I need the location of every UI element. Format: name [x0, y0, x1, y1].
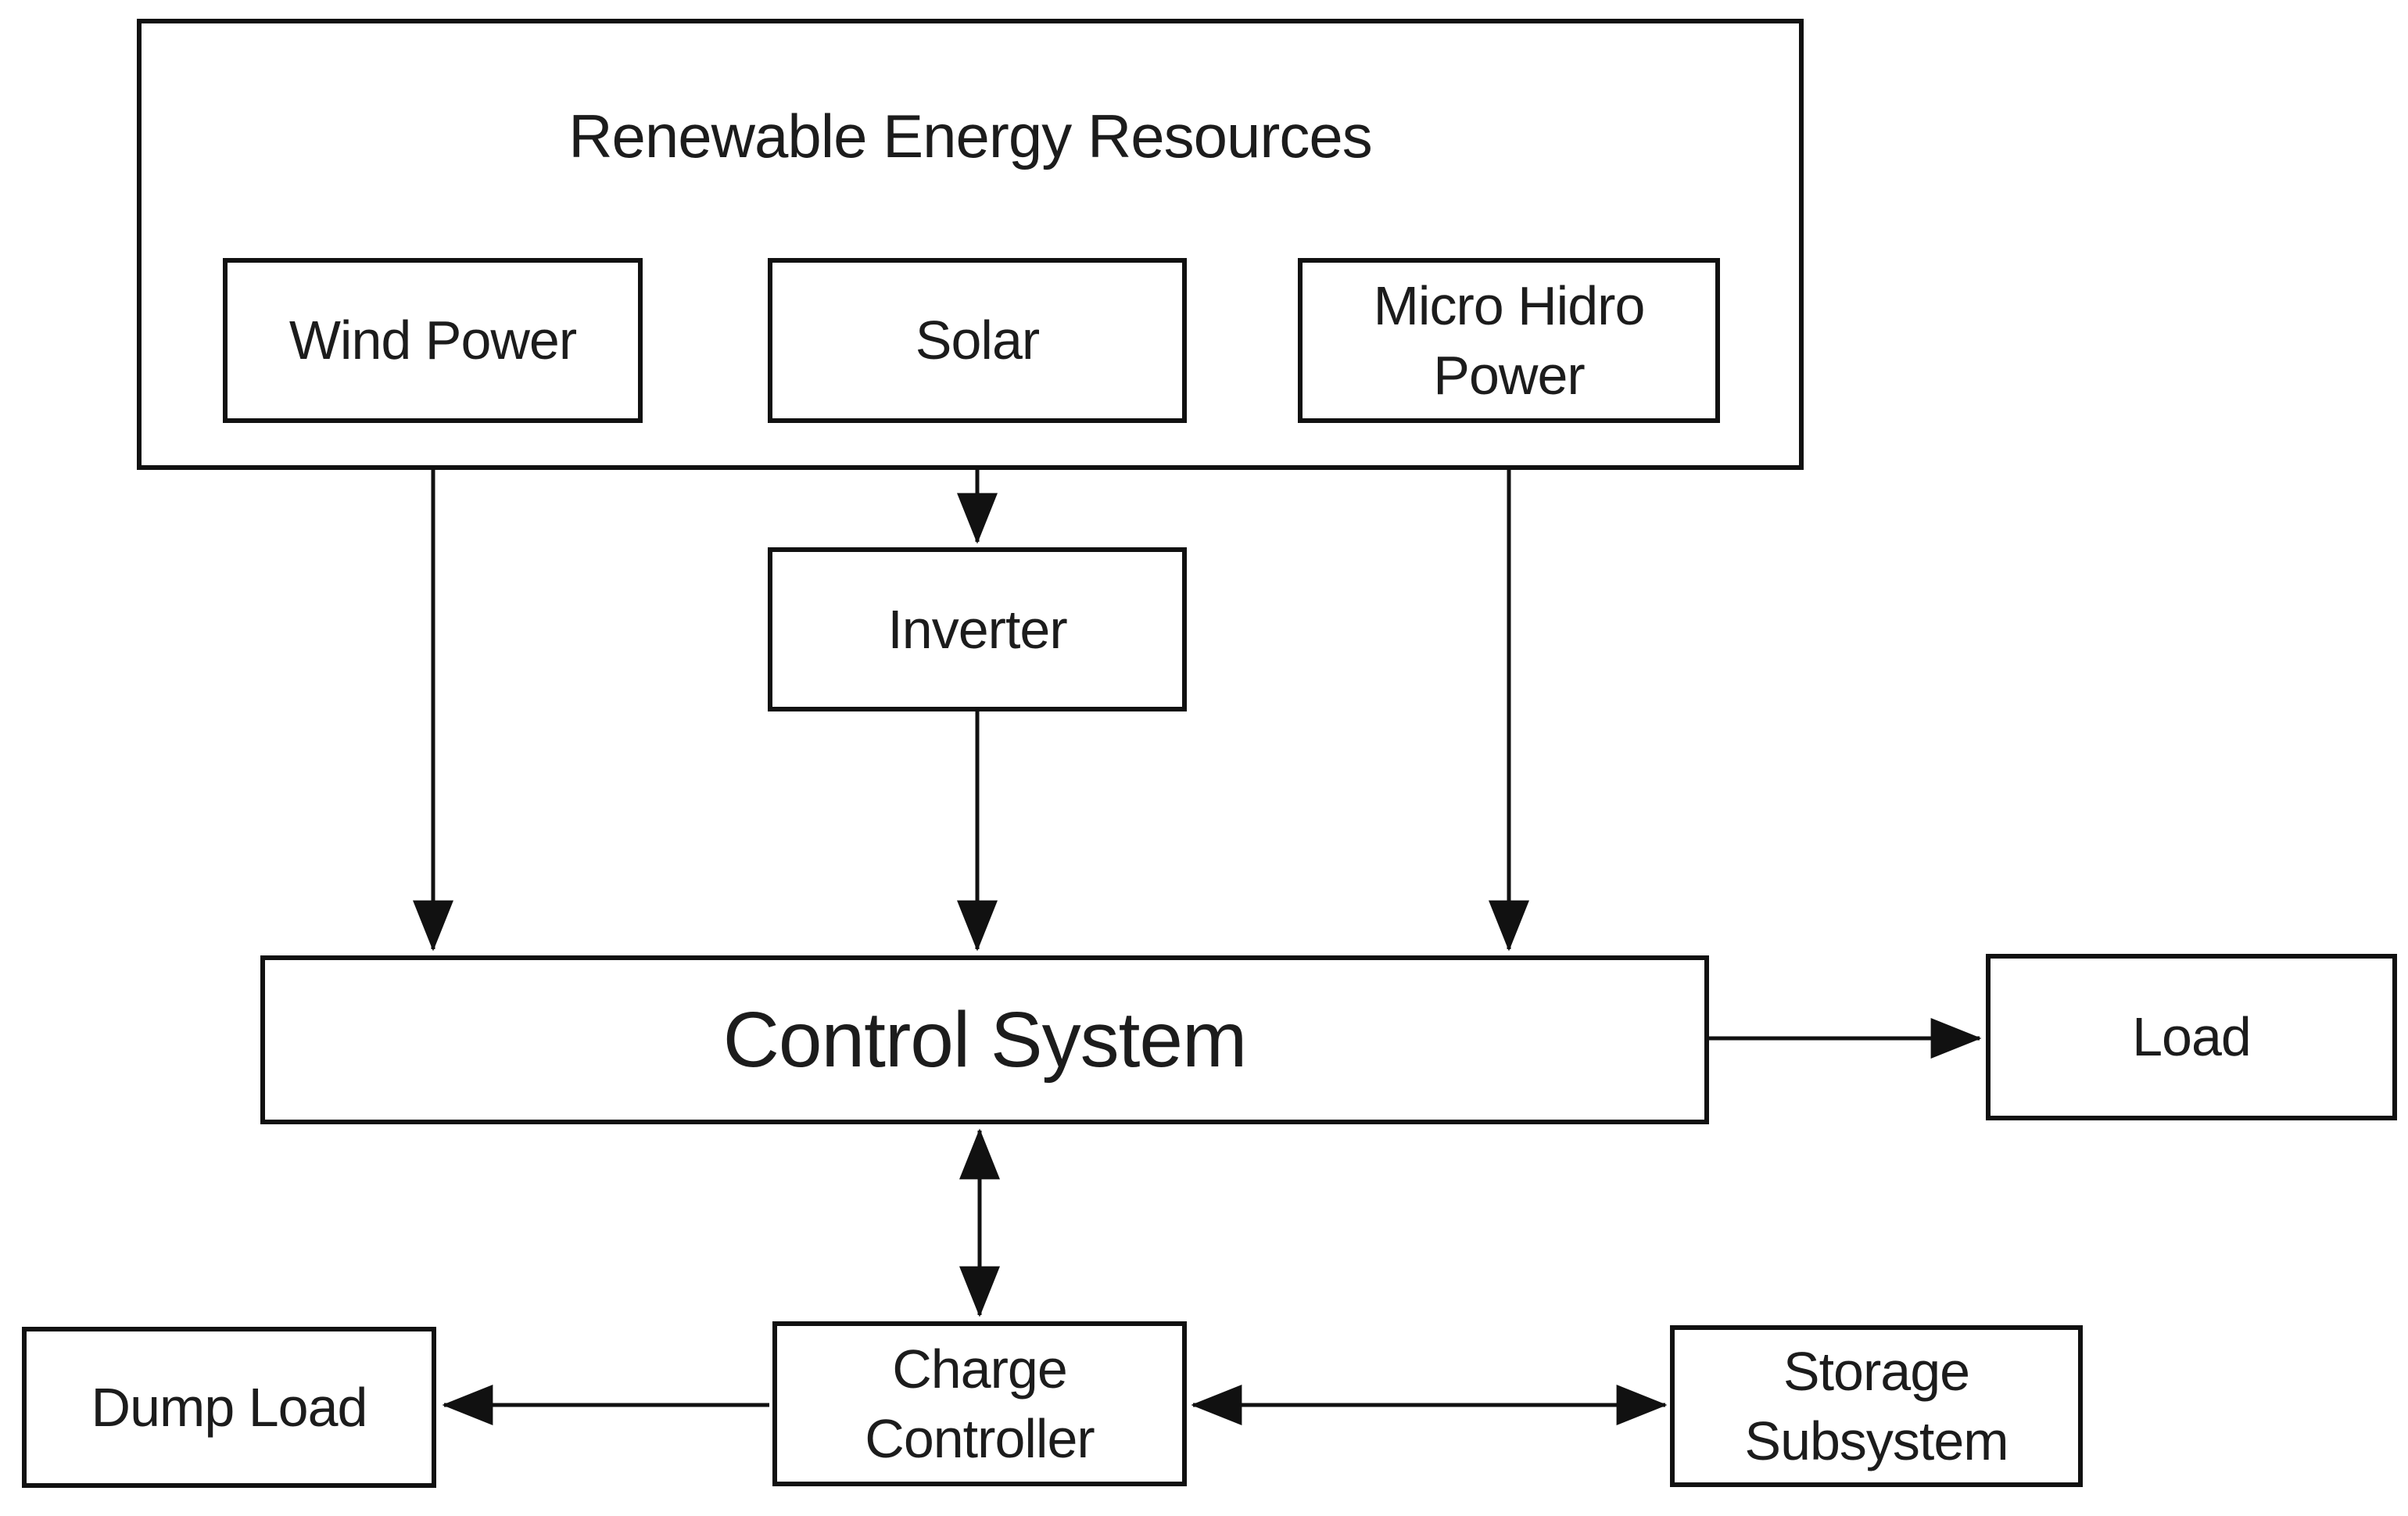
group-title: Renewable Energy Resources — [568, 102, 1373, 170]
node-micro-hidro-power: Micro Hidro Power — [1298, 258, 1720, 423]
node-inverter: Inverter — [768, 547, 1187, 711]
node-micro-hidro-power-label: Micro Hidro Power — [1373, 275, 1646, 406]
node-charge-controller-label: Charge Controller — [865, 1339, 1095, 1469]
node-dump-load: Dump Load — [22, 1327, 436, 1488]
node-storage-subsystem: Storage Subsystem — [1670, 1325, 2083, 1487]
node-dump-load-label: Dump Load — [91, 1376, 368, 1438]
node-wind-power: Wind Power — [223, 258, 643, 423]
node-control-system: Control System — [260, 955, 1709, 1124]
node-inverter-label: Inverter — [887, 598, 1067, 660]
node-solar-label: Solar — [915, 310, 1040, 371]
node-solar: Solar — [768, 258, 1187, 423]
node-load-label: Load — [2132, 1006, 2252, 1068]
node-charge-controller: Charge Controller — [772, 1321, 1187, 1486]
node-wind-power-label: Wind Power — [288, 310, 577, 371]
node-control-system-label: Control System — [722, 996, 1248, 1084]
node-load: Load — [1986, 954, 2397, 1120]
node-storage-subsystem-label: Storage Subsystem — [1744, 1341, 2008, 1471]
